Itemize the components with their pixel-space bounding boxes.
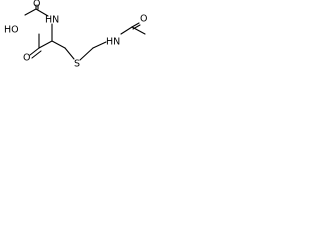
- label-oxygen-left-amide: O: [33, 0, 40, 10]
- label-sulfur: S: [74, 59, 80, 70]
- bond-ch2-ch2: [92, 41, 107, 49]
- label-hydroxyl: HO: [4, 25, 19, 36]
- bonds: [24, 4, 146, 61]
- bond-s-ch2: [79, 47, 94, 61]
- atom-labels: O HN HO O S HN O: [4, 0, 147, 70]
- label-nh-left: HN: [45, 15, 59, 26]
- label-nh-right: HN: [106, 37, 120, 48]
- bond-methyl-carbonyl-left: [24, 8, 37, 16]
- label-oxygen-right-amide: O: [140, 14, 147, 25]
- bond-alpha-cooh: [38, 40, 53, 49]
- bond-nh-carbonyl-right: [120, 26, 133, 35]
- bond-cooh-o-2: [31, 50, 42, 59]
- bond-carbonyl-nh-left: [35, 8, 49, 17]
- bond-carbonyl-o-right-1: [131, 22, 140, 28]
- bond-alpha-ch2: [51, 40, 66, 49]
- molecule-structure: O HN HO O S HN O: [4, 0, 147, 70]
- bond-carbonyl-methyl-right: [131, 26, 146, 35]
- bond-ch2-s: [64, 47, 75, 60]
- bond-cooh-o-1: [29, 47, 40, 56]
- label-oxygen-acid: O: [23, 53, 30, 64]
